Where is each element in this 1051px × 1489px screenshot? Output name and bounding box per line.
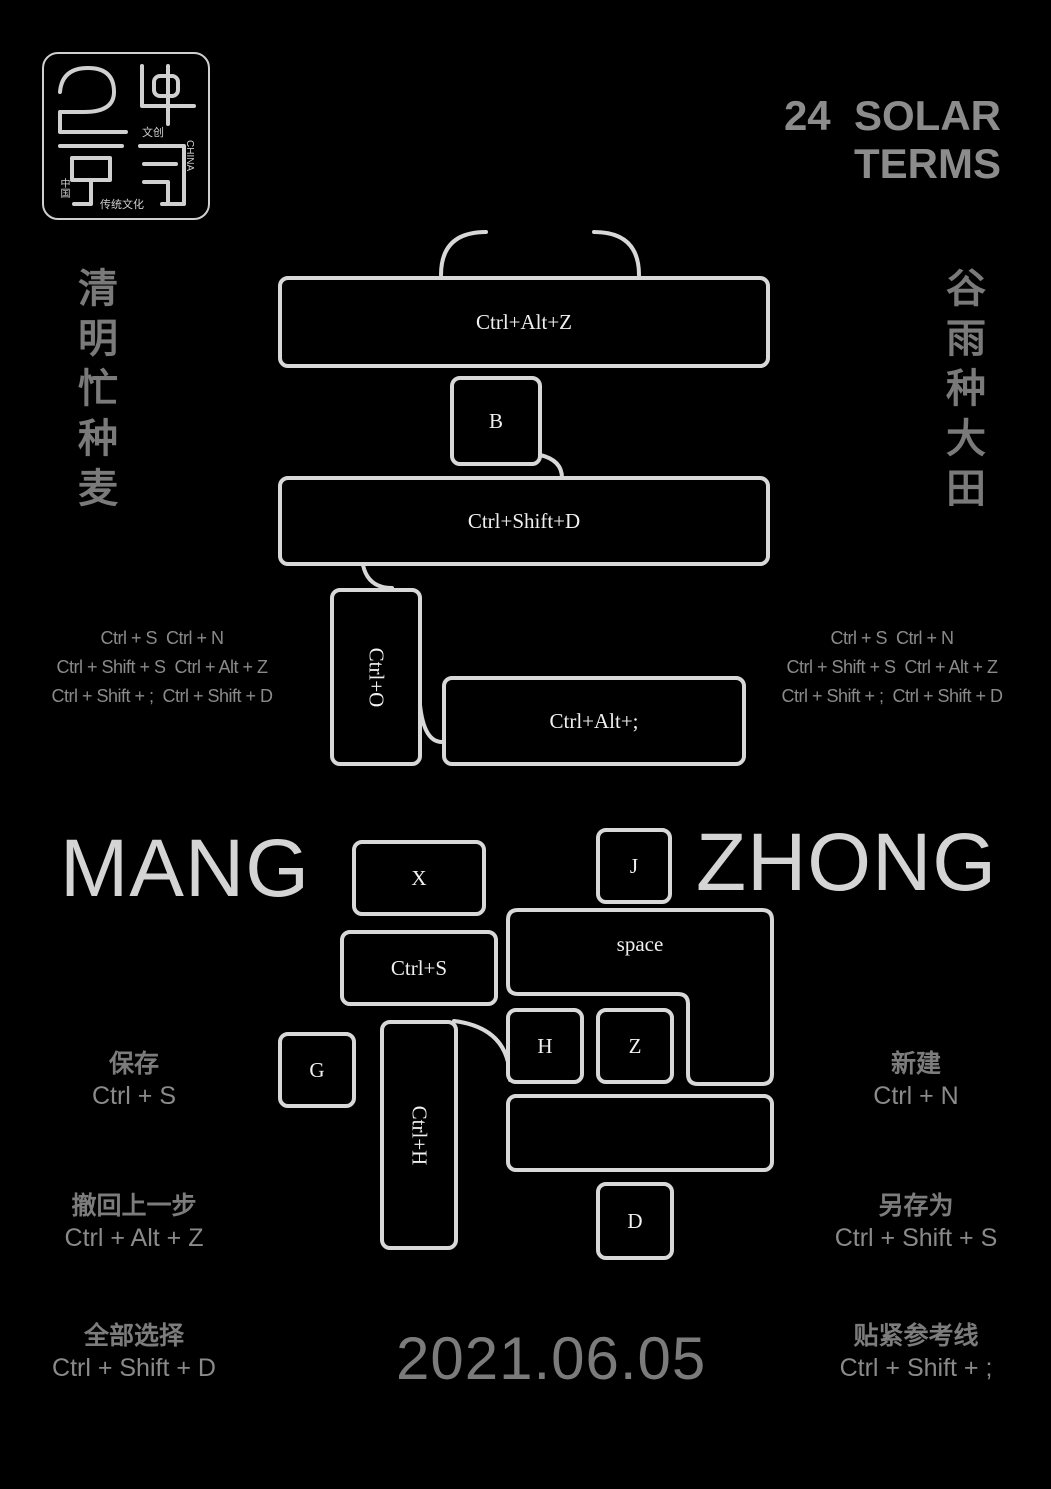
shortcut-line: Ctrl + Shift + S Ctrl + Alt + Z <box>786 657 998 677</box>
logo-small-top: 文创 <box>142 126 164 139</box>
logo-small-left: 中国 <box>58 178 69 198</box>
key-ctrl-s: Ctrl+S <box>340 930 498 1006</box>
legend-snap-guides-cn: 贴紧参考线 <box>853 1321 979 1350</box>
legend-save-as-cn: 另存为 <box>878 1191 954 1220</box>
key-x: X <box>352 840 486 916</box>
legend-save-cn: 保存 <box>108 1049 159 1078</box>
connector-b <box>538 453 564 480</box>
logo: 文创 CHINA 中国 传统文化 <box>42 52 210 220</box>
key-ctrl-o: Ctrl+O <box>330 588 422 766</box>
page-title: 24 SOLAR TERMS <box>784 92 1001 188</box>
word-zhong: ZHONG <box>696 817 998 908</box>
legend-select-all: 全部选择 Ctrl + Shift + D <box>4 1320 264 1384</box>
legend-select-all-cn: 全部选择 <box>83 1321 184 1350</box>
legend-new-cn: 新建 <box>890 1049 941 1078</box>
legend-undo-en: Ctrl + Alt + Z <box>64 1224 204 1252</box>
legend-save: 保存 Ctrl + S <box>4 1048 264 1112</box>
logo-small-bottom: 传统文化 <box>100 198 144 211</box>
logo-mark <box>58 64 196 206</box>
legend-new-en: Ctrl + N <box>873 1082 959 1110</box>
date: 2021.06.05 <box>396 1325 707 1392</box>
key-b: B <box>450 376 542 466</box>
shortcut-line: Ctrl + Shift + ; Ctrl + Shift + D <box>51 686 273 706</box>
key-z: Z <box>596 1008 674 1084</box>
legend-undo: 撤回上一步 Ctrl + Alt + Z <box>4 1190 264 1254</box>
key-ctrl-alt-z: Ctrl+Alt+Z <box>278 276 770 368</box>
key-d: D <box>596 1182 674 1260</box>
shortcut-line: Ctrl + S Ctrl + N <box>100 628 224 648</box>
connector-d-o <box>361 563 394 590</box>
shortcut-line: Ctrl + Shift + S Ctrl + Alt + Z <box>56 657 268 677</box>
word-mang: MANG <box>60 823 310 914</box>
verse-left: 清明忙种麦 <box>78 265 118 512</box>
key-j: J <box>596 828 672 904</box>
legend-save-as-en: Ctrl + Shift + S <box>834 1224 998 1252</box>
legend-undo-cn: 撤回上一步 <box>71 1191 197 1220</box>
arc-left <box>439 230 488 277</box>
legend-save-en: Ctrl + S <box>91 1082 177 1110</box>
key-ctrl-h: Ctrl+H <box>380 1020 458 1250</box>
shortcut-line: Ctrl + Shift + ; Ctrl + Shift + D <box>781 686 1003 706</box>
legend-new: 新建 Ctrl + N <box>786 1048 1046 1112</box>
arc-right <box>592 230 641 277</box>
key-space: space <box>616 932 664 956</box>
key-ctrl-alt-semicolon: Ctrl+Alt+; <box>442 676 746 766</box>
shortcut-line: Ctrl + S Ctrl + N <box>830 628 954 648</box>
title-line-1: 24 SOLAR <box>783 92 1001 139</box>
shortcut-list-left: Ctrl + S Ctrl + N Ctrl + Shift + S Ctrl … <box>32 624 292 711</box>
legend-save-as: 另存为 Ctrl + Shift + S <box>786 1190 1046 1254</box>
key-ctrl-shift-d: Ctrl+Shift+D <box>278 476 770 566</box>
legend-snap-guides: 贴紧参考线 Ctrl + Shift + ; <box>786 1320 1046 1384</box>
key-h: H <box>506 1008 584 1084</box>
legend-select-all-en: Ctrl + Shift + D <box>52 1354 216 1382</box>
key-g: G <box>278 1032 356 1108</box>
verse-right: 谷雨种大田 <box>946 265 986 512</box>
key-blank <box>506 1094 774 1172</box>
logo-small-side: CHINA <box>184 140 195 172</box>
legend-snap-guides-en: Ctrl + Shift + ; <box>839 1354 993 1382</box>
title-line-2: TERMS <box>854 140 1001 187</box>
shortcut-list-right: Ctrl + S Ctrl + N Ctrl + Shift + S Ctrl … <box>762 624 1022 711</box>
